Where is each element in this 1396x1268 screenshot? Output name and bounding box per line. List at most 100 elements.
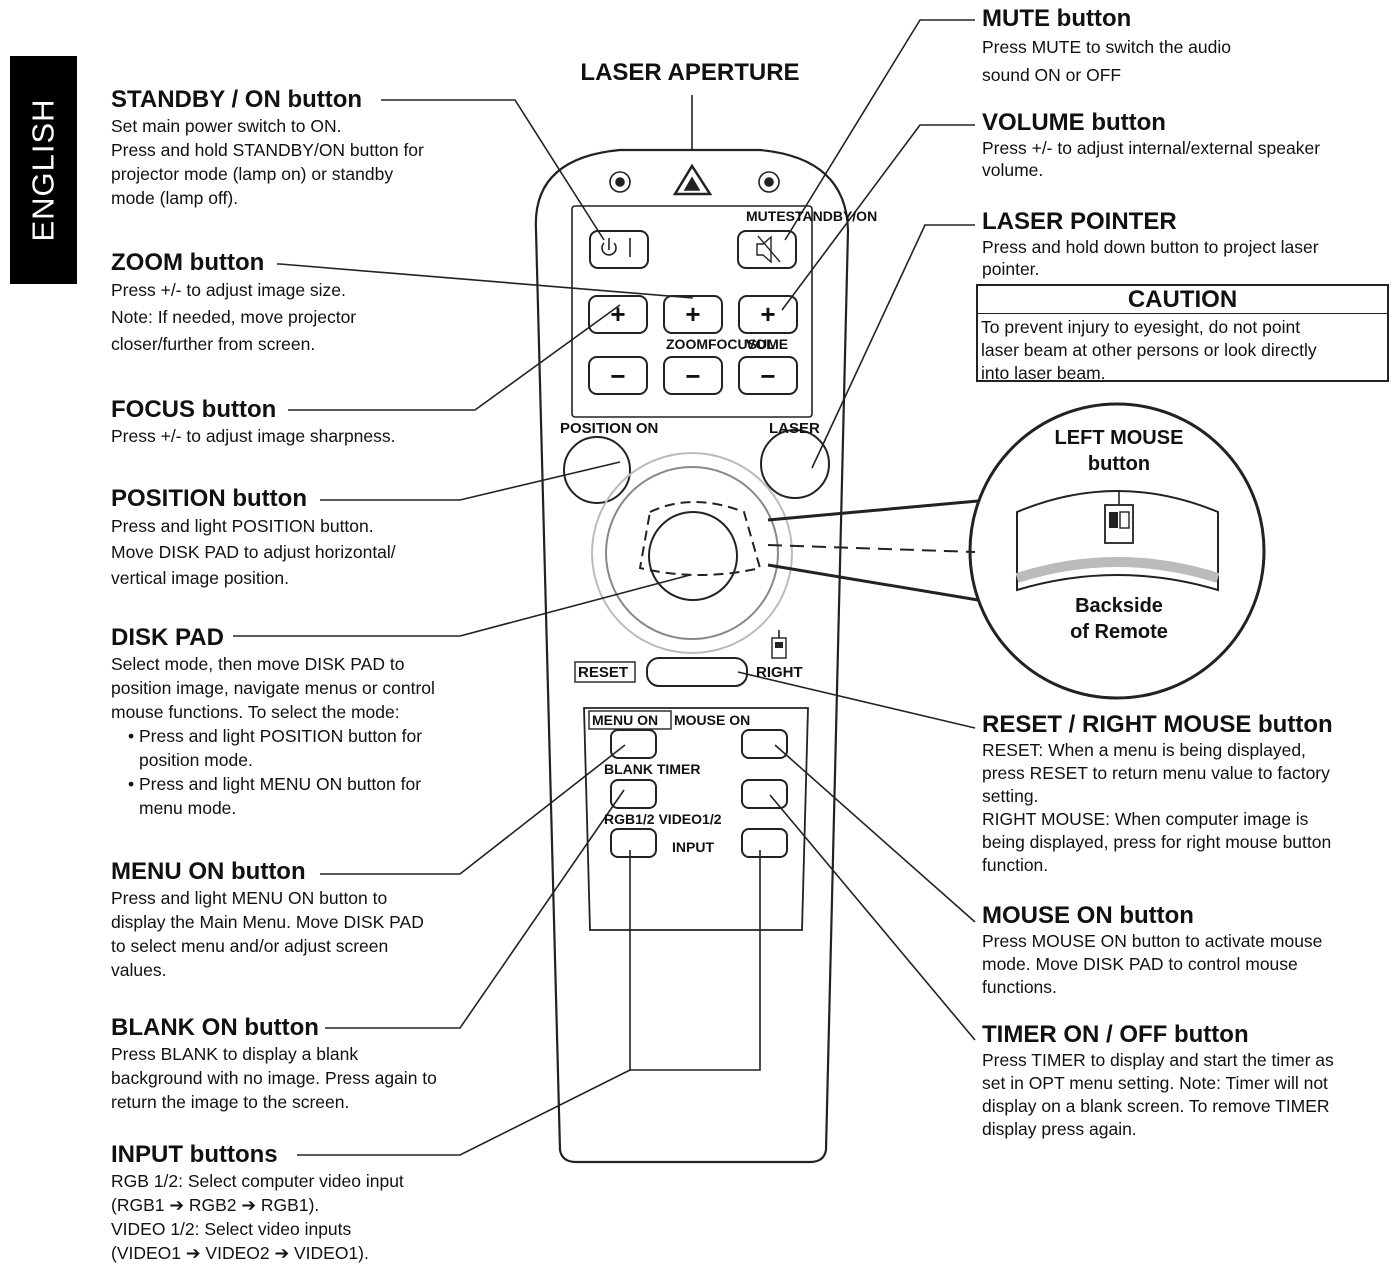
callout-line: display press again. bbox=[982, 1119, 1137, 1139]
callout-line: (VIDEO1 ➔ VIDEO2 ➔ VIDEO1). bbox=[111, 1243, 369, 1263]
standby-button bbox=[589, 230, 649, 269]
callout-line: mode (lamp off). bbox=[111, 188, 239, 208]
position-leader bbox=[320, 461, 621, 501]
callout-line: position image, navigate menus or contro… bbox=[111, 678, 435, 698]
callout-title: INPUT buttons bbox=[111, 1141, 278, 1168]
input-leader bbox=[297, 1069, 631, 1156]
callout-line: mode. Move DISK PAD to control mouse bbox=[982, 954, 1298, 974]
blank-button bbox=[610, 779, 657, 809]
callout-mouse-on: MOUSE ON button Press MOUSE ON button to… bbox=[982, 902, 1322, 999]
inset-connector-top bbox=[767, 499, 979, 522]
standby-leader bbox=[381, 99, 605, 241]
callout-line: setting. bbox=[982, 786, 1039, 806]
callout-title: MOUSE ON button bbox=[982, 902, 1194, 929]
mouse-on-button bbox=[741, 729, 788, 759]
callout-title: MENU ON button bbox=[111, 858, 306, 885]
laser-pointer-leader bbox=[811, 224, 975, 469]
callout-line: pointer. bbox=[982, 259, 1040, 279]
laser-aperture-label: LASER APERTURE bbox=[580, 59, 799, 86]
disk-pad bbox=[605, 466, 779, 640]
inset-title-line2: button bbox=[1088, 453, 1150, 475]
inset-connector-dashed bbox=[767, 544, 976, 553]
callout-line: display on a blank screen. To remove TIM… bbox=[982, 1096, 1330, 1116]
callout-line: being displayed, press for right mouse b… bbox=[982, 832, 1332, 852]
caution-line: laser beam at other persons or look dire… bbox=[981, 340, 1317, 360]
right-label: RIGHT bbox=[756, 664, 803, 681]
callout-title: LASER POINTER bbox=[982, 208, 1177, 235]
callout-line: Press BLANK to display a blank bbox=[111, 1044, 359, 1064]
callout-volume: VOLUME button Press +/- to adjust intern… bbox=[982, 109, 1320, 181]
callout-line: display the Main Menu. Move DISK PAD bbox=[111, 912, 424, 932]
callout-disk-pad: DISK PAD Select mode, then move DISK PAD… bbox=[111, 624, 435, 820]
laser-button bbox=[760, 429, 830, 499]
callout-line: closer/further from screen. bbox=[111, 334, 316, 354]
remote-body-outline bbox=[534, 148, 850, 1164]
callout-line: Press MUTE to switch the audio bbox=[982, 37, 1231, 57]
callout-focus: FOCUS button Press +/- to adjust image s… bbox=[111, 396, 396, 448]
mute-standby-label: MUTESTANDBY/ON bbox=[746, 208, 877, 224]
callout-line: functions. bbox=[982, 977, 1057, 997]
reset-label-box bbox=[574, 661, 636, 683]
focus-minus-symbol: − bbox=[610, 361, 625, 391]
rgb-video-label: RGB1/2 VIDEO1/2 bbox=[604, 811, 722, 827]
video-input-button bbox=[741, 828, 788, 858]
callout-timer: TIMER ON / OFF button Press TIMER to dis… bbox=[982, 1021, 1334, 1141]
volume-overlap-label: VOL bbox=[746, 336, 775, 352]
callout-line: return the image to the screen. bbox=[111, 1092, 350, 1112]
callout-line: background with no image. Press again to bbox=[111, 1068, 437, 1088]
callout-blank-on: BLANK ON button Press BLANK to display a… bbox=[111, 1014, 437, 1114]
callout-title: BLANK ON button bbox=[111, 1014, 319, 1041]
callout-title: MUTE button bbox=[982, 5, 1132, 32]
lower-button-panel bbox=[583, 707, 809, 931]
focus-plus-button bbox=[588, 295, 648, 334]
input-label: INPUT bbox=[672, 839, 714, 855]
callout-line: Select mode, then move DISK PAD to bbox=[111, 654, 405, 674]
menu-on-leader bbox=[320, 744, 626, 875]
callout-menu-on: MENU ON button Press and light MENU ON b… bbox=[111, 858, 424, 982]
zoom-leader bbox=[277, 263, 694, 299]
disk-pad-center bbox=[648, 511, 738, 601]
callout-position: POSITION button Press and light POSITION… bbox=[111, 485, 396, 591]
callout-input: INPUT buttons RGB 1/2: Select computer v… bbox=[111, 1141, 404, 1265]
callout-line: values. bbox=[111, 960, 167, 980]
callout-standby: STANDBY / ON button Set main power switc… bbox=[111, 86, 424, 210]
callout-line: RGB 1/2: Select computer video input bbox=[111, 1171, 404, 1191]
right-sensor-icon bbox=[758, 171, 780, 193]
zoom-focus-volume-label: ZOOMFOCUSUME bbox=[666, 336, 788, 352]
callout-line: Press TIMER to display and start the tim… bbox=[982, 1050, 1334, 1070]
mouse-on-label: MOUSE ON bbox=[674, 712, 750, 728]
callout-line: press RESET to return menu value to fact… bbox=[982, 763, 1330, 783]
callout-line: Move DISK PAD to adjust horizontal/ bbox=[111, 542, 396, 562]
zoom-minus-symbol: − bbox=[685, 361, 700, 391]
volume-minus-button bbox=[738, 356, 798, 395]
callout-line: Press +/- to adjust image sharpness. bbox=[111, 426, 396, 446]
position-button bbox=[563, 436, 631, 504]
laser-warning-icon bbox=[672, 163, 713, 196]
callout-line: to select menu and/or adjust screen bbox=[111, 936, 389, 956]
mouse-on-leader bbox=[774, 744, 976, 923]
zoom-minus-button bbox=[663, 356, 723, 395]
focus-leader bbox=[288, 304, 621, 411]
callout-laser-pointer: LASER POINTER Press and hold down button… bbox=[982, 208, 1319, 280]
blank-timer-label: BLANK TIMER bbox=[604, 761, 700, 777]
inset-backside bbox=[1016, 490, 1219, 592]
zoom-plus-symbol: + bbox=[685, 299, 700, 329]
callout-title: STANDBY / ON button bbox=[111, 86, 363, 113]
callout-line: function. bbox=[982, 855, 1049, 875]
rgb-input-button bbox=[610, 828, 657, 858]
callout-title: TIMER ON / OFF button bbox=[982, 1021, 1249, 1048]
volume-leader bbox=[781, 124, 975, 311]
callout-line: projector mode (lamp on) or standby bbox=[111, 164, 394, 184]
blank-leader bbox=[325, 789, 625, 1029]
left-sensor-icon bbox=[609, 171, 631, 193]
mute-leader bbox=[784, 19, 975, 241]
timer-leader bbox=[769, 794, 976, 1041]
callout-line: mouse functions. To select the mode: bbox=[111, 702, 400, 722]
callout-line: Set main power switch to ON. bbox=[111, 116, 342, 136]
timer-button bbox=[741, 779, 788, 809]
callout-line: set in OPT menu setting. Note: Timer wil… bbox=[982, 1073, 1328, 1093]
callout-line: Press and light POSITION button. bbox=[111, 516, 374, 536]
callout-title: FOCUS button bbox=[111, 396, 277, 423]
callout-line: VIDEO 1/2: Select video inputs bbox=[111, 1219, 352, 1239]
